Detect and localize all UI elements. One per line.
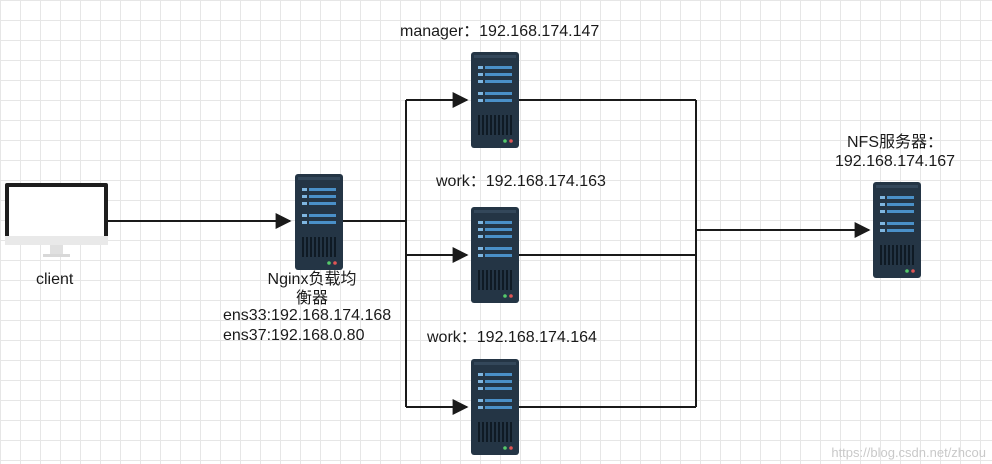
nfs-label-line1: NFS服务器： — [846, 134, 943, 151]
nfs-label-line2: 192.168.174.167 — [834, 153, 956, 170]
client-monitor-icon — [5, 183, 108, 257]
work-server-icon — [471, 207, 519, 303]
client-label: client — [36, 271, 74, 288]
nginx-ens33-label: ens33:192.168.174.168 — [223, 307, 392, 324]
connector-lines — [108, 92, 871, 415]
manager-label: manager：192.168.174.147 — [400, 23, 600, 40]
manager-server-icon — [471, 52, 519, 148]
nginx-ens37-label: ens37:192.168.0.80 — [223, 327, 365, 344]
nginx-server-icon — [295, 174, 343, 270]
work1-label: work：192.168.174.163 — [436, 173, 606, 190]
watermark: https://blog.csdn.net/zhcou — [831, 445, 986, 460]
nginx-label-line2: 衡器 — [295, 290, 328, 307]
work2-label: work：192.168.174.164 — [427, 329, 597, 346]
nginx-label-line1: Nginx负载均 — [267, 271, 357, 288]
nfs-server-icon — [873, 182, 921, 278]
work-server-icon — [471, 359, 519, 455]
